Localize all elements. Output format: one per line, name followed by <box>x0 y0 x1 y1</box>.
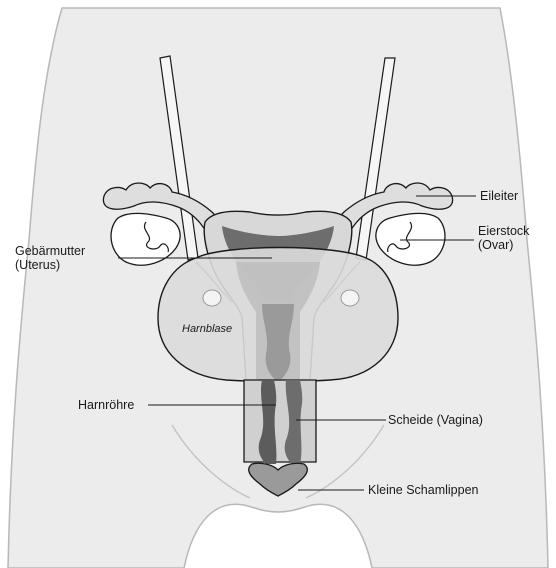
label-eierstock-line1: Eierstock <box>478 224 529 238</box>
bladder-bulge-right <box>341 290 359 306</box>
urethra-vagina-outer <box>244 380 316 462</box>
label-gebaermutter: Gebärmutter (Uterus) <box>15 244 85 272</box>
label-eierstock: Eierstock (Ovar) <box>478 224 529 252</box>
label-eileiter: Eileiter <box>480 189 518 203</box>
label-eierstock-line2: (Ovar) <box>478 238 529 252</box>
bladder-bulge-left <box>203 290 221 306</box>
label-scheide: Scheide (Vagina) <box>388 413 483 427</box>
label-harnroehre: Harnröhre <box>78 398 134 412</box>
label-harnblase: Harnblase <box>182 322 232 336</box>
label-gebaermutter-line1: Gebärmutter <box>15 244 85 258</box>
label-gebaermutter-line2: (Uterus) <box>15 258 85 272</box>
label-schamlippen: Kleine Schamlippen <box>368 483 479 497</box>
